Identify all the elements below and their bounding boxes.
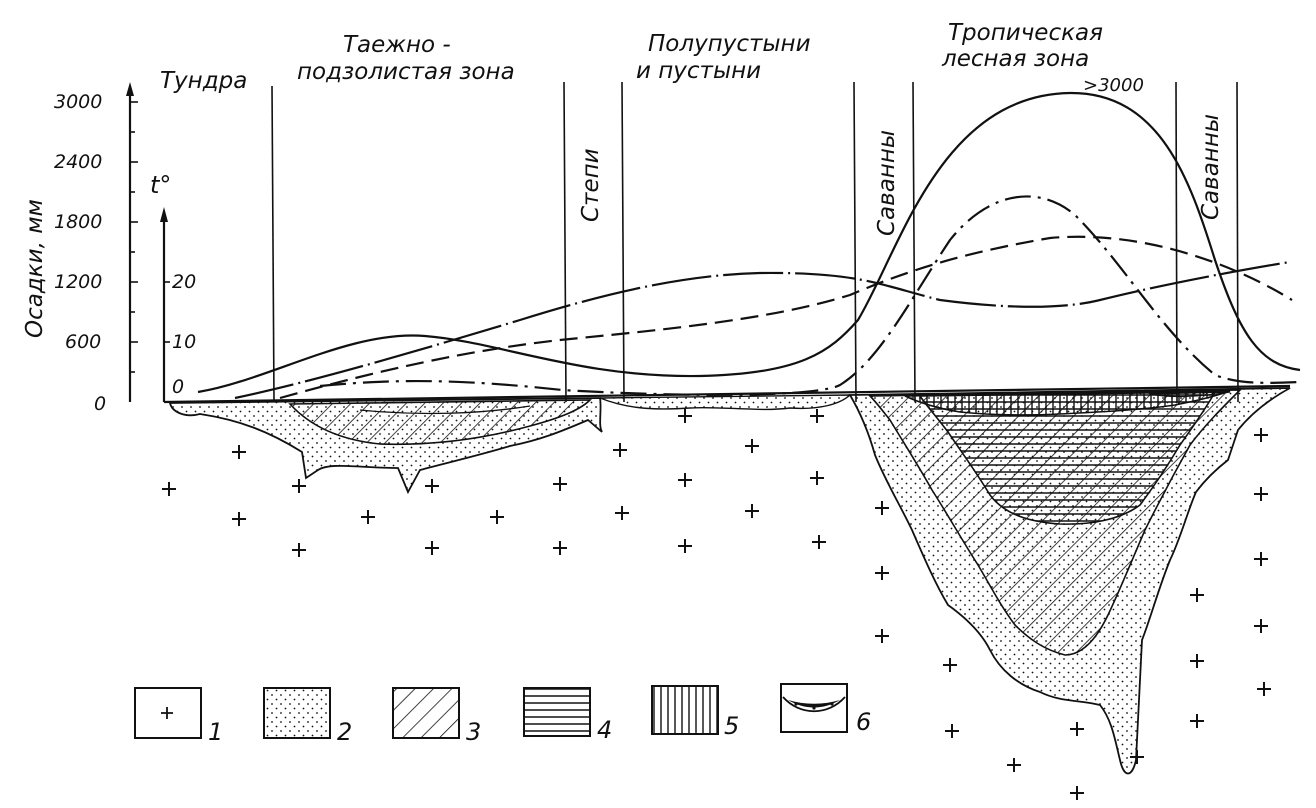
zone-label-savanna-left: Саванны bbox=[874, 130, 900, 236]
temp-axis-label: t° bbox=[150, 171, 171, 199]
precip-tick-1200: 1200 bbox=[54, 271, 102, 293]
legend-item-3: 3 bbox=[392, 687, 481, 746]
crust-horizontal-wedge bbox=[918, 391, 1217, 525]
legend-num-5: 5 bbox=[724, 712, 739, 740]
legend-item-1: 1 bbox=[134, 687, 223, 746]
precip-tick-2400: 2400 bbox=[54, 151, 102, 173]
ground-surface-line bbox=[163, 384, 1291, 404]
legend-num-3: 3 bbox=[466, 718, 481, 746]
temp-tick-0: 0 bbox=[172, 376, 184, 398]
legend-item-2: 2 bbox=[263, 687, 352, 746]
temp-tick-20: 20 bbox=[172, 271, 196, 293]
precip-tick-1800: 1800 bbox=[54, 211, 102, 233]
legend-num-2: 2 bbox=[337, 718, 352, 746]
boundary-forest-savanna bbox=[1175, 81, 1178, 403]
legend-num-1: 1 bbox=[208, 718, 223, 746]
boundary-desert-savanna bbox=[853, 81, 857, 403]
temperature-curve bbox=[234, 260, 1291, 400]
precip-axis-ticks bbox=[130, 101, 138, 373]
precip-tick-0: 0 bbox=[94, 393, 106, 415]
boundary-taiga-steppe bbox=[563, 81, 567, 403]
zone-label-desert-line1: Полупустыни bbox=[648, 31, 811, 57]
legend-item-5: 5 bbox=[651, 685, 739, 740]
crust-vertical-wedge bbox=[904, 390, 1231, 416]
crust-dotted-patch bbox=[599, 394, 852, 411]
boundary-steppe-desert bbox=[621, 81, 625, 403]
zone-label-tundra: Тундра bbox=[160, 68, 247, 94]
crust-lens-dots bbox=[1149, 391, 1231, 398]
weathering-crust-profile bbox=[168, 387, 1291, 775]
legend-num-6: 6 bbox=[856, 708, 871, 736]
zone-label-desert-line2: и пустыни bbox=[636, 58, 761, 84]
zone-label-taiga-line1: Таежно - bbox=[343, 32, 451, 58]
zone-label-steppe: Степи bbox=[578, 148, 604, 222]
legend: 1 2 3 4 5 6 bbox=[134, 683, 871, 746]
boundary-savanna-forest bbox=[912, 81, 916, 403]
evaporation-curve bbox=[279, 235, 1293, 400]
temp-axis-arrow bbox=[160, 207, 168, 222]
precip-tick-3000: 3000 bbox=[54, 91, 102, 113]
precipitation-curve bbox=[197, 91, 1301, 394]
zone-label-savanna-right: Саванны bbox=[1198, 114, 1224, 220]
legend-item-6: 6 bbox=[780, 683, 871, 736]
legend-num-4: 4 bbox=[597, 716, 612, 744]
precip-axis-label: Осадки, мм bbox=[22, 199, 48, 338]
zone-label-taiga-line2: подзолистая зона bbox=[297, 59, 515, 85]
temp-tick-10: 10 bbox=[172, 331, 196, 353]
crust-thin-lens-left bbox=[359, 405, 531, 415]
runoff-curve bbox=[319, 195, 1301, 396]
bedrock-crosses bbox=[162, 409, 1271, 800]
boundary-tundra-taiga bbox=[271, 85, 275, 403]
zone-label-tropical-line2: лесная зона bbox=[941, 46, 1089, 72]
temp-axis-ticks bbox=[164, 281, 170, 343]
peak-note-label: >3000 bbox=[1083, 75, 1144, 96]
boundary-savanna-end bbox=[1236, 81, 1239, 403]
legend-item-4: 4 bbox=[523, 687, 612, 744]
zone-boundaries bbox=[271, 81, 1239, 403]
zone-label-tropical-line1: Тропическая bbox=[948, 20, 1103, 46]
precip-tick-600: 600 bbox=[65, 331, 101, 353]
precip-axis-arrow bbox=[126, 82, 134, 96]
